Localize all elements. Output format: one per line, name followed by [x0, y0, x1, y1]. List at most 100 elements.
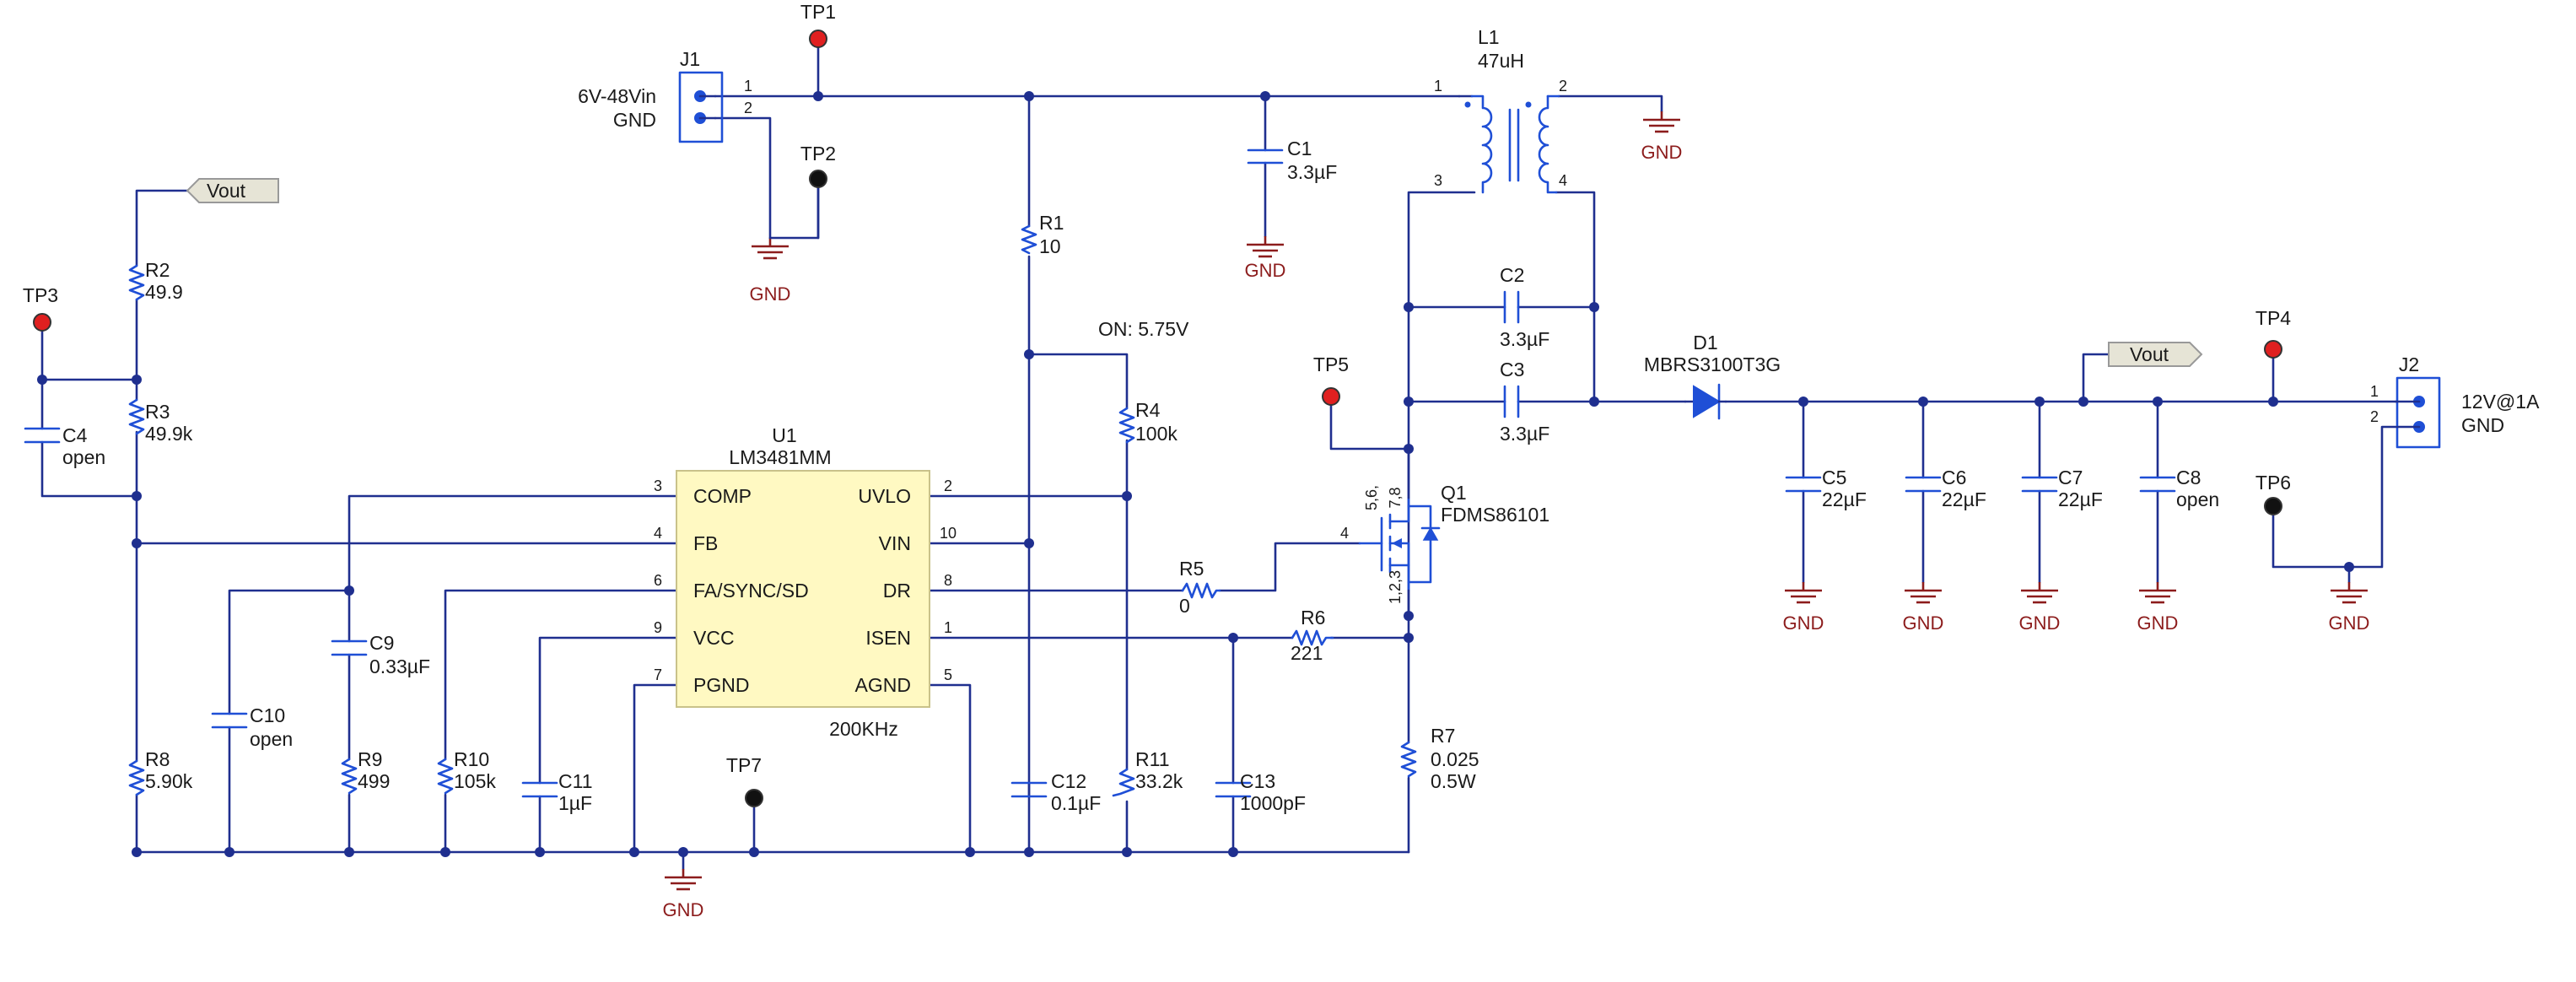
capacitor-ref: C4 — [62, 424, 88, 446]
test-point-label: TP3 — [23, 284, 58, 306]
resistor-value: 49.9 — [145, 281, 183, 303]
test-point-label: TP6 — [2255, 472, 2291, 494]
capacitor-value: 1000pF — [1240, 792, 1306, 814]
capacitor-ref: C6 — [1942, 467, 1966, 488]
resistor-ref: R11 — [1135, 748, 1170, 770]
resistors: R1 10 R2 49.9 R3 49.9k R4 100k R5 0 R6 2… — [128, 212, 1479, 797]
capacitor-value: 3.3µF — [1500, 328, 1549, 350]
resistor-ref: R4 — [1135, 399, 1161, 421]
inductor-value: 47uH — [1478, 50, 1524, 72]
gnd-label: GND — [1641, 142, 1683, 163]
test-point-tp1: TP1 — [800, 1, 836, 48]
gnd-c8: GND — [2137, 580, 2179, 634]
pin-name: AGND — [855, 674, 911, 696]
test-point-tp7: TP7 — [726, 754, 763, 807]
pin-name: VCC — [693, 627, 735, 649]
pin-number: 1 — [2370, 383, 2379, 400]
inductor-l1: L1 47uH 1 2 3 4 — [1434, 26, 1567, 194]
connector-net-label: 6V-48Vin — [578, 85, 656, 107]
pin-name: DR — [883, 580, 911, 602]
mosfet-part: FDMS86101 — [1441, 504, 1549, 526]
capacitor-c10: C10 open — [211, 704, 293, 750]
connector-ref: J1 — [680, 48, 700, 70]
capacitor-c3: C3 3.3µF — [1500, 359, 1549, 445]
ground-symbols: GND GND GND GND GND GND GND GND GND — [663, 110, 2370, 920]
test-point-tp4: TP4 — [2255, 307, 2291, 359]
ic-ref: U1 — [772, 424, 796, 446]
net-flag-vout-right: Vout — [2108, 342, 2203, 367]
resistor-r8: R8 5.90k — [128, 748, 193, 796]
capacitor-value: open — [2176, 488, 2219, 510]
resistor-ref: R5 — [1179, 558, 1204, 580]
mosfet-ref: Q1 — [1441, 482, 1467, 504]
resistor-value: 0 — [1179, 595, 1190, 617]
diode-ref: D1 — [1693, 332, 1717, 353]
pin-name: PGND — [693, 674, 749, 696]
pin-number: 2 — [944, 478, 952, 494]
capacitor-value: 3.3µF — [1500, 423, 1549, 445]
diode-d1: D1 MBRS3100T3G — [1644, 332, 1781, 420]
connector-net-label: GND — [613, 109, 656, 131]
gnd-c5: GND — [1783, 580, 1824, 634]
test-point-label: TP5 — [1313, 353, 1349, 375]
gnd-label: GND — [2329, 612, 2370, 634]
capacitors: C1 3.3µF C2 3.3µF C3 3.3µF C4 open C5 22… — [24, 138, 2219, 814]
gnd-c6: GND — [1903, 580, 1944, 634]
pin-name: VIN — [879, 532, 911, 554]
mosfet-q1: Q1 FDMS86101 4 5,6, 7,8 1,2,3 — [1340, 447, 1549, 618]
capacitor-value: open — [250, 728, 293, 750]
capacitor-value: 0.1µF — [1051, 792, 1101, 814]
resistor-r6: R6 221 — [1291, 607, 1334, 664]
ic-left-pins: 3 COMP 4 FB 6 FA/SYNC/SD 9 VCC 7 PGND — [654, 478, 809, 696]
pin-number: 3 — [1434, 172, 1442, 189]
capacitor-c13: C13 1000pF — [1215, 770, 1306, 814]
resistor-r10: R10 105k — [437, 748, 496, 795]
pin-number: 4 — [1340, 525, 1349, 542]
pin-name: FA/SYNC/SD — [693, 580, 809, 602]
capacitor-value: 22µF — [1942, 488, 1986, 510]
test-point-tp2: TP2 — [768, 143, 836, 240]
resistor-value: 10 — [1039, 235, 1061, 257]
capacitor-c4: C4 open — [24, 424, 105, 468]
gnd-label: GND — [750, 283, 791, 305]
gnd-label: GND — [1245, 260, 1286, 281]
resistor-ref: R7 — [1431, 725, 1455, 747]
capacitor-c9: C9 0.33µF — [331, 632, 430, 677]
diode-part: MBRS3100T3G — [1644, 353, 1781, 375]
gnd-c1: GND — [1245, 235, 1286, 281]
gnd-label: GND — [2137, 612, 2179, 634]
pin-number: 5,6, — [1363, 485, 1380, 510]
gnd-j1: GND — [750, 236, 791, 305]
ic-frequency: 200KHz — [829, 718, 898, 740]
pin-name: ISEN — [865, 627, 911, 649]
capacitor-c2: C2 3.3µF — [1500, 264, 1549, 350]
capacitor-ref: C12 — [1051, 770, 1086, 792]
gnd-label: GND — [1903, 612, 1944, 634]
resistor-r4: R4 100k — [1118, 399, 1178, 445]
pin-number: 2 — [1559, 78, 1567, 94]
pin-number: 2 — [2370, 408, 2379, 425]
gnd-main: GND — [663, 867, 703, 920]
connector-j1: J1 1 2 6V-48Vin GND — [578, 48, 752, 143]
pin-number: 4 — [654, 525, 662, 542]
pin-number: 2 — [744, 100, 752, 116]
inductor-ref: L1 — [1478, 26, 1500, 48]
capacitor-value: open — [62, 446, 105, 468]
gnd-label: GND — [2019, 612, 2061, 634]
pin-number: 1 — [944, 619, 952, 636]
uvlo-threshold-note: ON: 5.75V — [1098, 318, 1189, 340]
capacitor-c11: C11 1µF — [521, 770, 593, 814]
pin-number: 4 — [1559, 172, 1567, 189]
resistor-value: 49.9k — [145, 423, 193, 445]
resistor-value: 33.2k — [1135, 770, 1183, 792]
capacitor-c1: C1 3.3µF — [1247, 138, 1337, 183]
resistor-rating: 0.5W — [1431, 770, 1476, 792]
pin-number: 6 — [654, 572, 662, 589]
ic-right-pins: 2 UVLO 10 VIN 8 DR 1 ISEN 5 AGND — [855, 478, 957, 696]
resistor-ref: R6 — [1301, 607, 1325, 629]
capacitor-value: 1µF — [558, 792, 592, 814]
pin-number: 7 — [654, 666, 662, 683]
resistor-ref: R2 — [145, 259, 170, 281]
gnd-label: GND — [1783, 612, 1824, 634]
